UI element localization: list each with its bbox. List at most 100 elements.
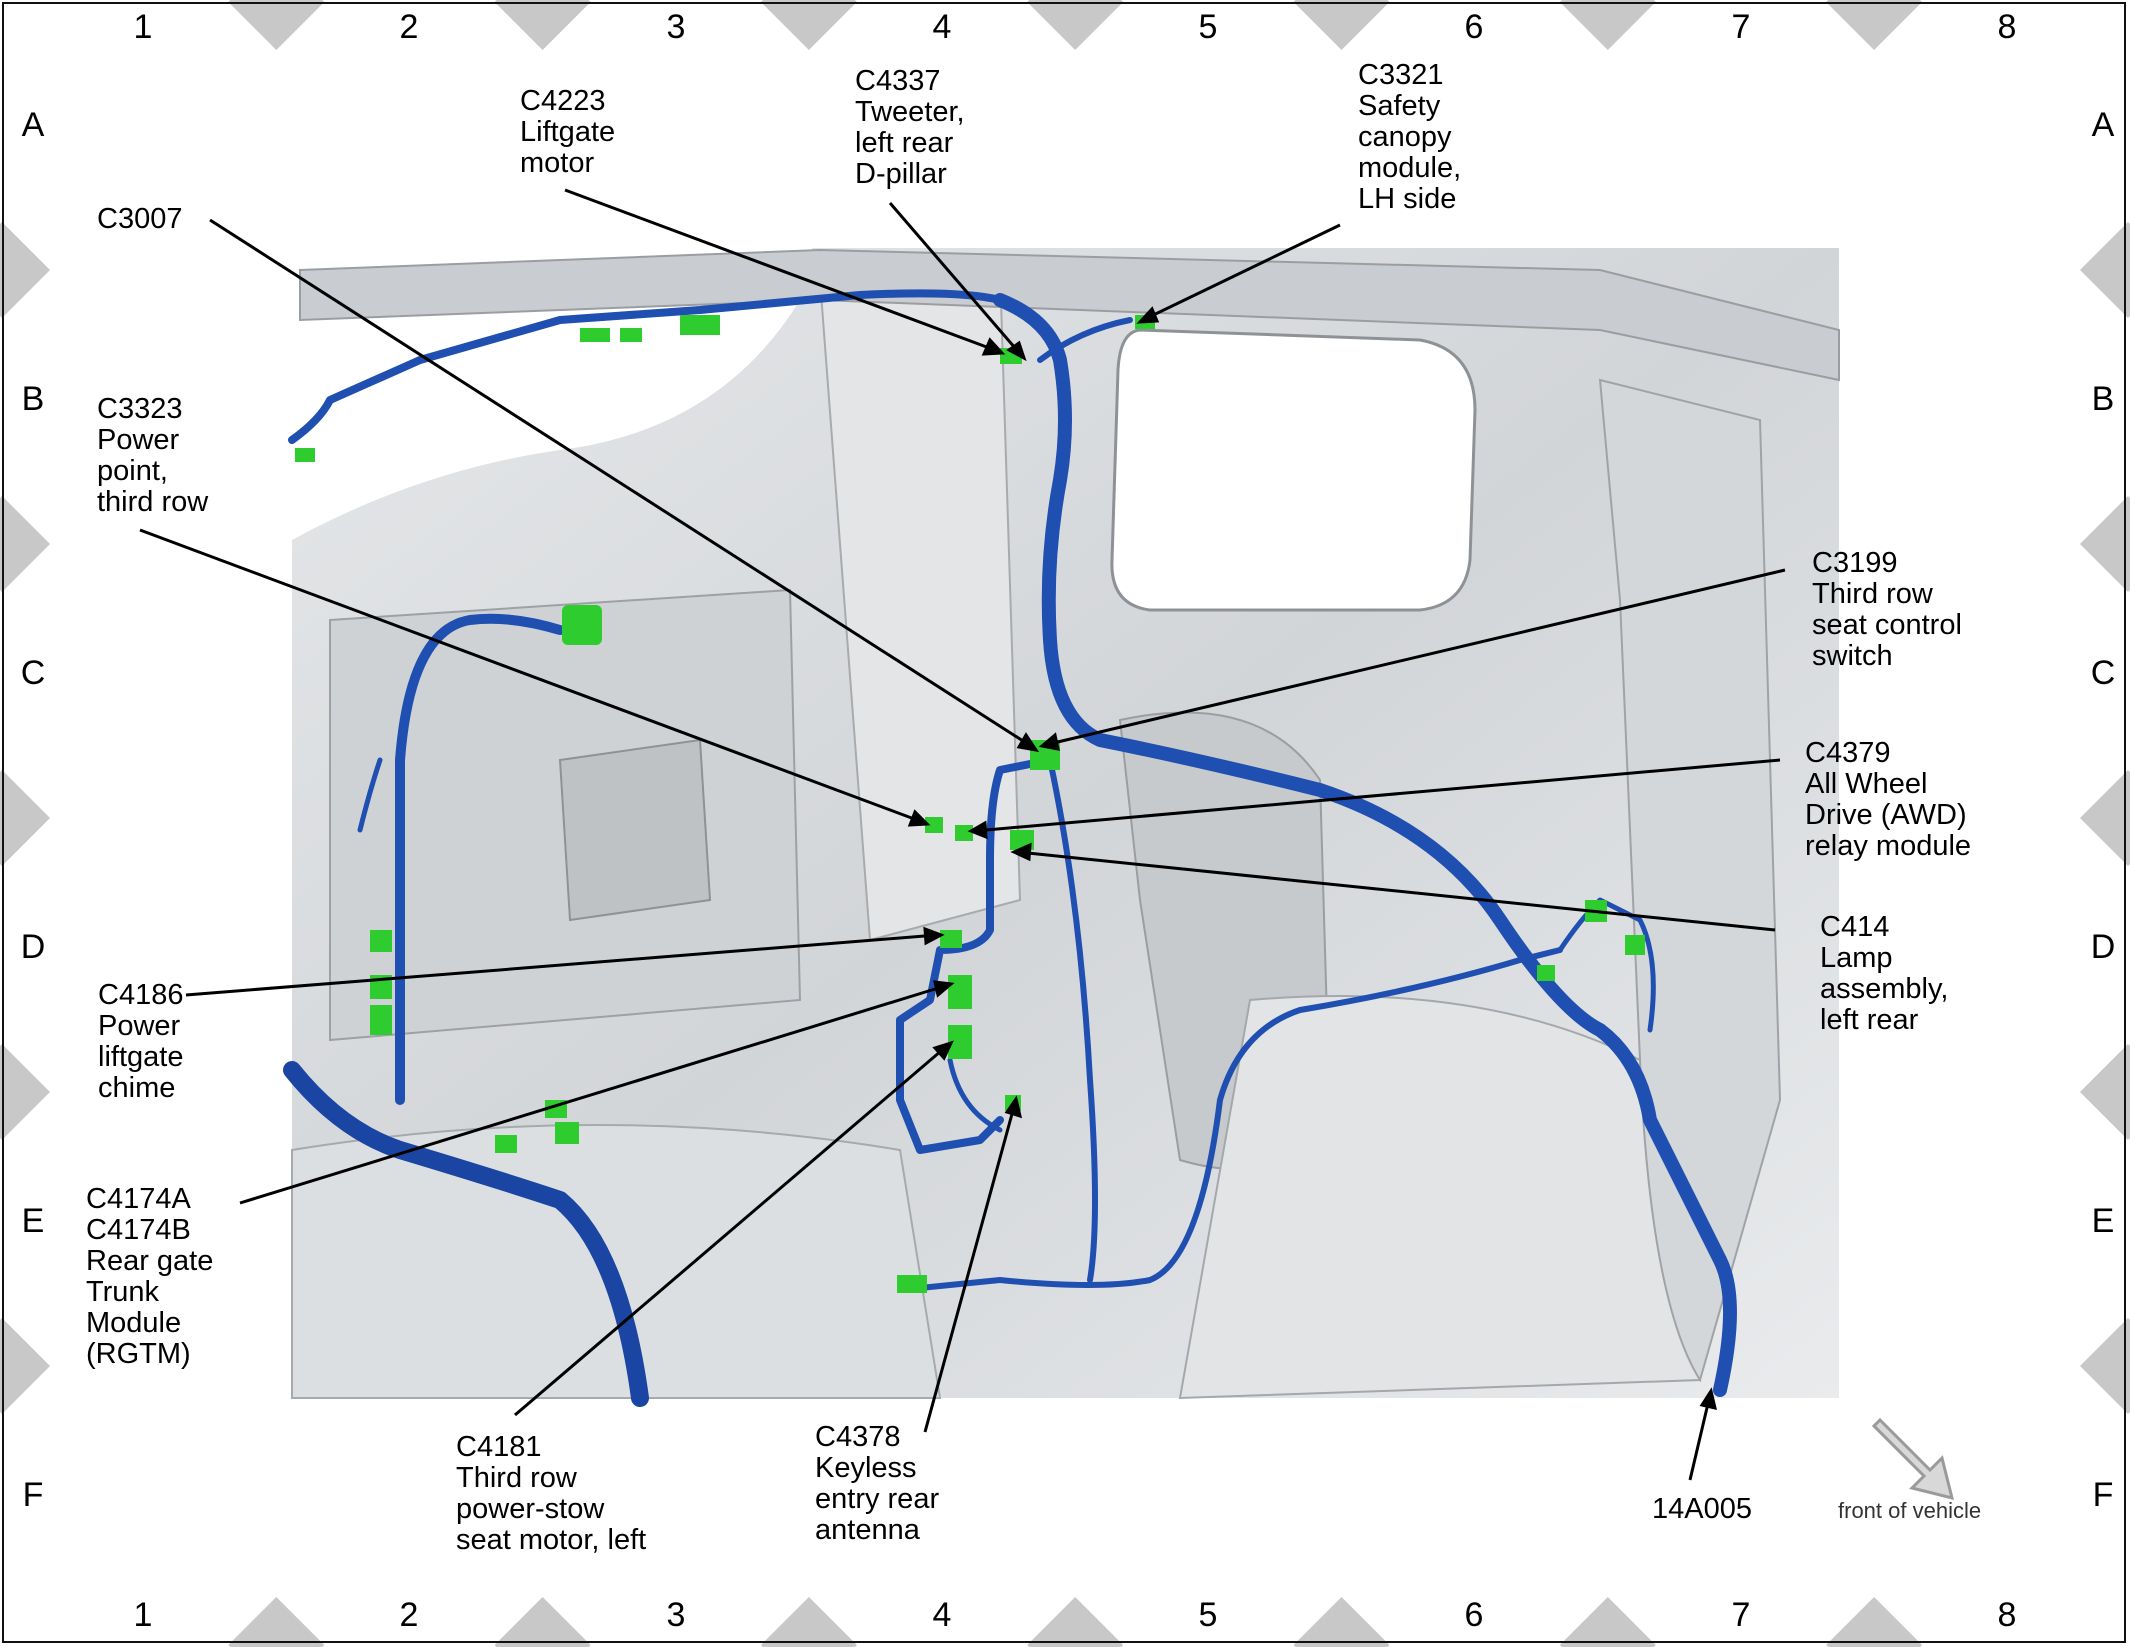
- wiring-harness: [283, 289, 1737, 1407]
- callout-line: Third row: [1812, 578, 1933, 610]
- front-of-vehicle-label: front of vehicle: [1838, 1498, 1982, 1523]
- border-diamond-icon: [1559, 1597, 1656, 1647]
- callout-14a005: 14A005: [1652, 1494, 1752, 1525]
- callout-line: C414: [1820, 911, 1890, 943]
- column-label: 6: [1464, 8, 1484, 46]
- callout-line: relay module: [1805, 830, 1972, 862]
- callout-c3323: C3323 Power point, third row: [97, 394, 208, 518]
- callout-line: C3321: [1358, 59, 1444, 91]
- callout-c4186: C4186 Power liftgate chime: [98, 980, 183, 1104]
- connector: [680, 315, 720, 335]
- callout-line: power-stow: [456, 1493, 605, 1525]
- column-label: 3: [666, 8, 686, 46]
- row-label: F: [22, 1476, 44, 1514]
- column-label: 6: [1464, 1596, 1484, 1634]
- callout-c414: C414 Lamp assembly, left rear: [1820, 912, 1948, 1036]
- border-diamond-icon: [2080, 770, 2130, 866]
- callout-c3007: C3007: [97, 204, 182, 235]
- connector: [940, 930, 962, 948]
- connector: [955, 825, 973, 841]
- callout-line: assembly,: [1820, 973, 1949, 1005]
- border-diamond-icon: [228, 1597, 325, 1647]
- callout-line: C4181: [456, 1431, 542, 1463]
- callout-c4337: C4337 Tweeter, left rear D-pillar: [855, 66, 965, 190]
- connector: [948, 975, 972, 1009]
- row-label: E: [21, 1202, 45, 1240]
- column-label: 8: [1997, 1596, 2017, 1634]
- callout-line: point,: [97, 455, 168, 487]
- row-label: A: [2091, 106, 2115, 144]
- callout-line: Third row: [456, 1462, 577, 1494]
- callout-c4174: C4174A C4174B Rear gate Trunk Module (RG…: [86, 1184, 213, 1370]
- connector: [562, 605, 602, 645]
- callout-line: Tweeter,: [855, 96, 965, 128]
- callout-c4181: C4181 Third row power-stow seat motor, l…: [456, 1432, 646, 1556]
- border-diamond-icon: [760, 1597, 857, 1647]
- column-label: 3: [666, 1596, 686, 1634]
- border-diamond-icon: [1559, 0, 1656, 50]
- column-label: 1: [133, 1596, 153, 1634]
- callout-line: chime: [98, 1072, 176, 1104]
- callout-line: C3323: [97, 393, 183, 425]
- row-label: A: [21, 106, 45, 144]
- callout-c3199: C3199 Third row seat control switch: [1812, 548, 1962, 672]
- connector: [295, 448, 315, 462]
- callout-line: C4223: [520, 85, 606, 117]
- row-label: D: [20, 928, 46, 966]
- connector: [897, 1275, 927, 1293]
- callout-line: Rear gate: [86, 1245, 214, 1277]
- border-diamond-icon: [2080, 1044, 2130, 1140]
- column-label: 5: [1198, 8, 1218, 46]
- row-label: E: [2091, 1202, 2115, 1240]
- border-diamond-icon: [1027, 1597, 1124, 1647]
- callout-line: Module: [86, 1307, 182, 1339]
- front-of-vehicle-arrow-icon: [1871, 1417, 1955, 1501]
- callout-line: antenna: [815, 1514, 920, 1546]
- border-diamond-icon: [1027, 0, 1124, 50]
- border-diamond-icon: [2080, 1318, 2130, 1414]
- border-diamond-icon: [0, 1318, 50, 1414]
- border-diamond-icon: [494, 0, 591, 50]
- column-label: 2: [399, 1596, 419, 1634]
- border-diamond-icon: [494, 1597, 591, 1647]
- border-diamond-icon: [228, 0, 325, 50]
- column-label: 2: [399, 8, 419, 46]
- callout-line: liftgate: [98, 1041, 184, 1073]
- callout-line: All Wheel: [1805, 768, 1928, 800]
- column-label: 1: [133, 8, 153, 46]
- callout-line: canopy: [1358, 121, 1452, 153]
- callout-c4378: C4378 Keyless entry rear antenna: [815, 1422, 939, 1546]
- callout-line: seat control: [1812, 609, 1962, 641]
- leader-lines: [139, 188, 1786, 1481]
- callout-line: 14A005: [1652, 1493, 1752, 1525]
- callout-line: D-pillar: [855, 158, 947, 190]
- column-label: 5: [1198, 1596, 1218, 1634]
- callout-line: C4174A: [86, 1183, 191, 1215]
- border-diamond-icon: [1826, 0, 1923, 50]
- callout-line: third row: [97, 486, 209, 518]
- callout-line: Trunk: [86, 1276, 160, 1308]
- connector: [1625, 935, 1645, 955]
- connector: [1537, 965, 1555, 981]
- connector: [370, 930, 392, 952]
- column-label: 7: [1731, 1596, 1751, 1634]
- column-label: 7: [1731, 8, 1751, 46]
- callout-line: Liftgate: [520, 116, 616, 148]
- callout-line: seat motor, left: [456, 1524, 647, 1556]
- border-diamond-icon: [1293, 0, 1390, 50]
- callout-c4379: C4379 All Wheel Drive (AWD) relay module: [1805, 738, 1971, 862]
- callout-line: Safety: [1358, 90, 1441, 122]
- callout-line: (RGTM): [86, 1338, 191, 1370]
- callout-line: left rear: [855, 127, 954, 159]
- callout-line: Power: [97, 424, 180, 456]
- callout-line: motor: [520, 147, 595, 179]
- callout-line: Lamp: [1820, 942, 1893, 974]
- connector: [620, 328, 642, 342]
- border-diamond-icon: [0, 222, 50, 318]
- callout-line: entry rear: [815, 1483, 940, 1515]
- connector: [925, 817, 943, 833]
- row-label: B: [2091, 380, 2115, 418]
- connector: [370, 1005, 392, 1035]
- row-label: D: [2090, 928, 2116, 966]
